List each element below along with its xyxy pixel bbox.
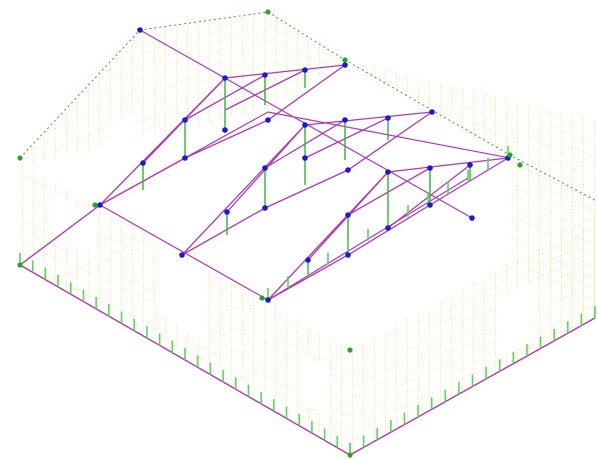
wall-left-gable [20, 12, 268, 265]
truss-node[interactable] [305, 257, 311, 263]
truss-node[interactable] [302, 155, 308, 161]
corner-node[interactable] [347, 452, 353, 458]
truss-node[interactable] [222, 75, 228, 81]
corner-node[interactable] [517, 162, 523, 168]
truss-node[interactable] [179, 252, 185, 258]
truss-node[interactable] [182, 117, 188, 123]
window-opening-back [110, 110, 140, 175]
corner-node[interactable] [17, 155, 23, 161]
truss-node[interactable] [469, 215, 475, 221]
truss-node[interactable] [262, 165, 268, 171]
truss-node[interactable] [345, 252, 351, 258]
truss-node[interactable] [427, 202, 433, 208]
corner-node[interactable] [92, 202, 98, 208]
truss-node[interactable] [265, 117, 271, 123]
truss-node[interactable] [345, 167, 351, 173]
truss-node[interactable] [222, 127, 228, 133]
truss-node[interactable] [385, 115, 391, 121]
door-opening-left [160, 248, 205, 340]
truss-node[interactable] [342, 117, 348, 123]
truss-node[interactable] [140, 160, 146, 166]
nodes-group [17, 9, 523, 458]
truss-posts [142, 70, 471, 278]
truss-node[interactable] [137, 27, 143, 33]
truss-node[interactable] [302, 122, 308, 128]
corner-node[interactable] [342, 57, 348, 63]
door-opening-front [300, 352, 330, 418]
window-opening-left [55, 195, 95, 255]
truss-node[interactable] [182, 155, 188, 161]
truss-node[interactable] [97, 202, 103, 208]
truss-node[interactable] [385, 169, 391, 175]
truss-node[interactable] [224, 209, 230, 215]
truss-node[interactable] [262, 205, 268, 211]
top-plate-back [267, 111, 511, 159]
truss-node[interactable] [302, 67, 308, 73]
truss-2 [181, 111, 433, 256]
roof-edge-back [267, 11, 596, 201]
corner-node[interactable] [265, 9, 271, 15]
corner-node[interactable] [507, 152, 513, 158]
openings-group [55, 110, 530, 418]
truss-node[interactable] [429, 109, 435, 115]
truss-node[interactable] [262, 72, 268, 78]
corner-node[interactable] [259, 295, 265, 301]
truss-node[interactable] [467, 162, 473, 168]
truss-node[interactable] [342, 62, 348, 68]
truss-node[interactable] [385, 225, 391, 231]
truss-node[interactable] [427, 165, 433, 171]
wall-right-gable [510, 155, 595, 318]
corner-node[interactable] [17, 262, 23, 268]
sill-left [19, 204, 101, 266]
truss-node[interactable] [345, 212, 351, 218]
door-opening-right [498, 282, 530, 358]
truss-node[interactable] [265, 297, 271, 303]
supports-group [19, 146, 596, 455]
corner-node[interactable] [347, 347, 353, 353]
